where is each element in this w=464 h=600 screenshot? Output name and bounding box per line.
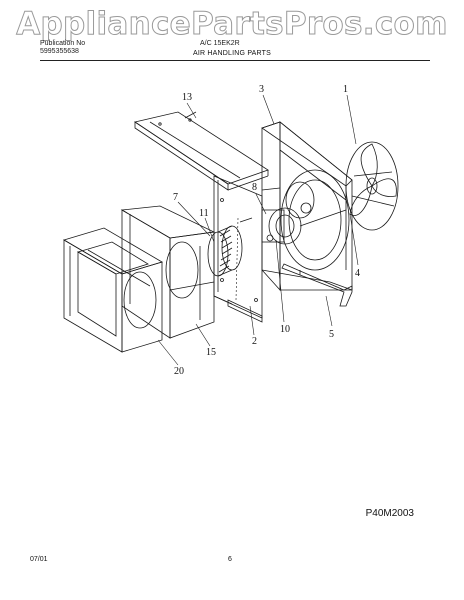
section-title: AIR HANDLING PARTS bbox=[192, 50, 272, 57]
figure-code: P40M2003 bbox=[365, 508, 414, 519]
callout-5: 5 bbox=[329, 329, 334, 340]
part-5-rod bbox=[281, 263, 353, 307]
part-1-fan-blade bbox=[345, 141, 399, 231]
publication-number: 5995355638 bbox=[40, 48, 79, 55]
callout-15: 15 bbox=[206, 347, 216, 358]
callout-11: 11 bbox=[199, 208, 209, 219]
part-motor bbox=[239, 207, 347, 245]
callout-10: 10 bbox=[280, 324, 290, 335]
model-number: A/C 15EK2R bbox=[200, 40, 240, 47]
part-13-top-cover bbox=[134, 111, 269, 191]
callout-13: 13 bbox=[182, 92, 192, 103]
part-20-front-frame bbox=[63, 227, 163, 353]
site-watermark: AppliancePartsPros.com bbox=[16, 6, 448, 43]
callout-20: 20 bbox=[174, 366, 184, 377]
publication-label: Publication No bbox=[40, 40, 86, 47]
part-2-motor-panel bbox=[213, 175, 263, 323]
callout-4: 4 bbox=[355, 268, 360, 279]
part-7-blower-wheel bbox=[207, 225, 243, 277]
page-number: 6 bbox=[228, 556, 232, 563]
header-rule bbox=[40, 60, 430, 61]
callout-7: 7 bbox=[173, 192, 178, 203]
part-15-scroll-housing bbox=[120, 205, 216, 339]
callout-3: 3 bbox=[259, 84, 264, 95]
leader-lines bbox=[157, 94, 359, 366]
callout-2: 2 bbox=[252, 336, 257, 347]
footer-date: 07/01 bbox=[30, 556, 48, 563]
callout-1: 1 bbox=[343, 84, 348, 95]
part-3-rear-housing bbox=[261, 121, 353, 292]
callout-8: 8 bbox=[252, 182, 257, 193]
